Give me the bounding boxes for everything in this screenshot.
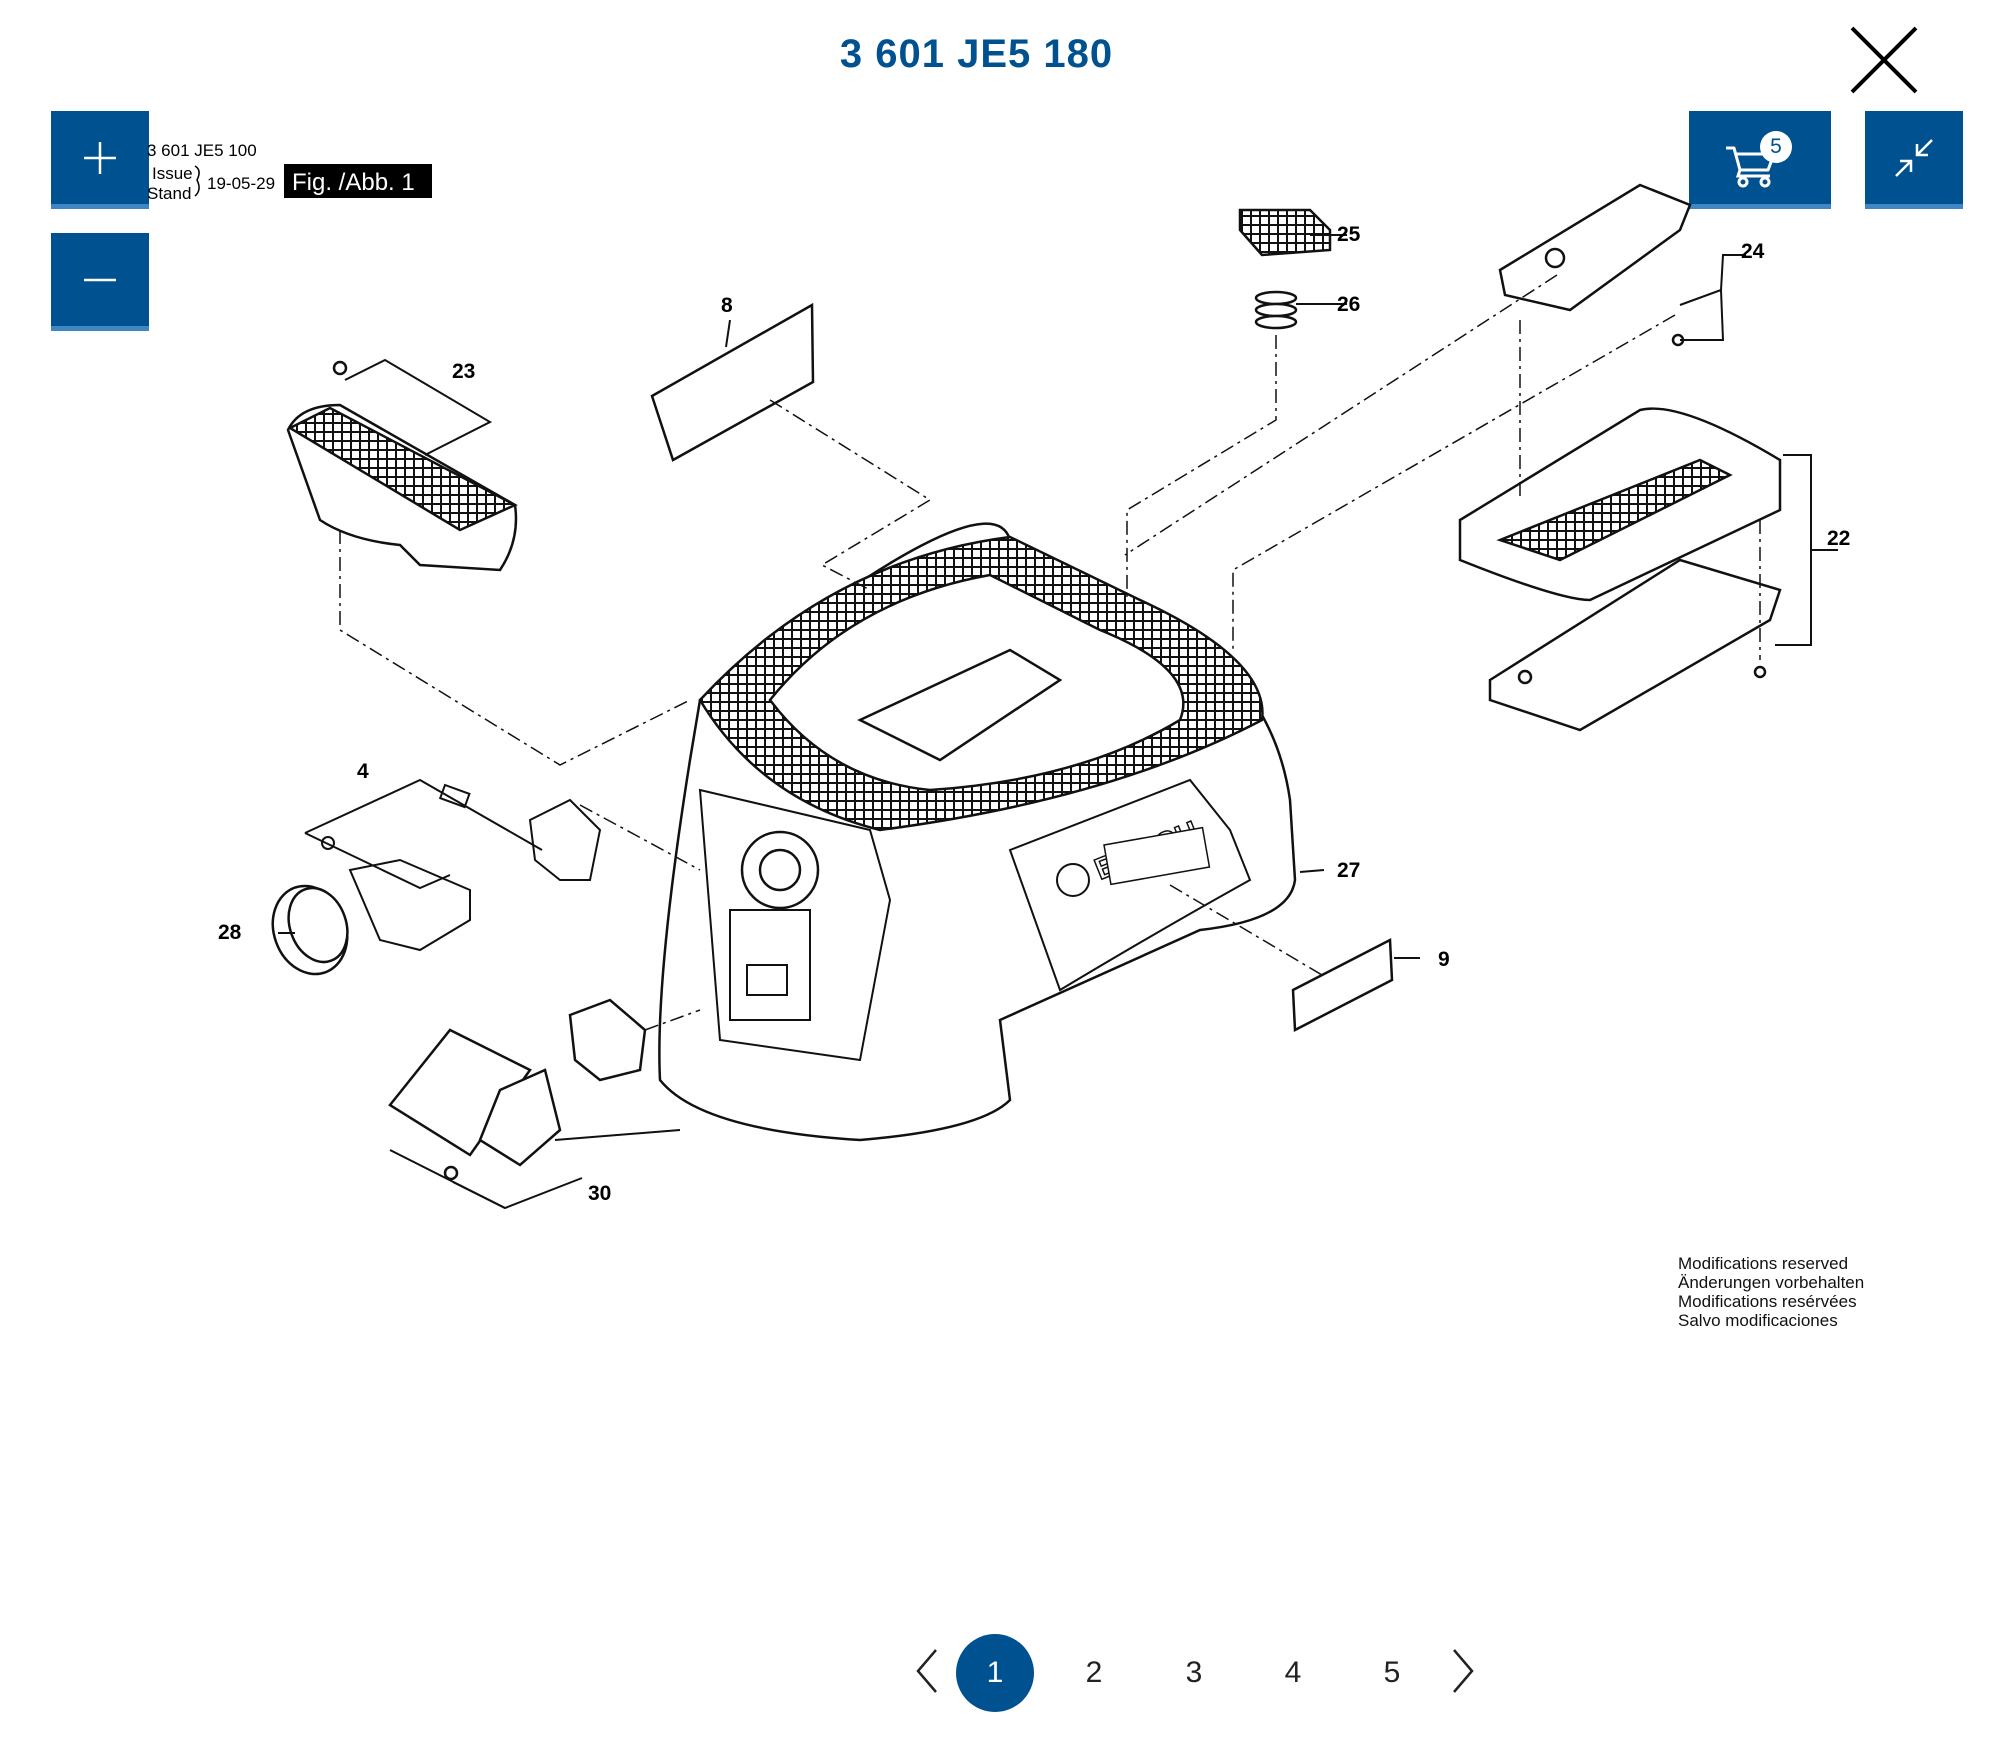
collapse-arrows-icon	[1895, 138, 1933, 177]
callout-30: 30	[588, 1182, 611, 1205]
main-housing: BOSCH	[658, 522, 1297, 1142]
page-4[interactable]: 4	[1284, 1656, 1302, 1689]
header-part-number: 3 601 JE5 100	[147, 141, 257, 160]
part-carry-handle	[1458, 407, 1782, 732]
zoom-in-button[interactable]	[51, 111, 149, 209]
plus-icon	[84, 141, 116, 174]
header-date: 19-05-29	[207, 174, 275, 193]
notice-line: Salvo modificaciones	[1678, 1311, 1838, 1330]
chevron-right-icon	[1453, 1649, 1474, 1693]
part-label-sticker	[650, 302, 815, 462]
callout-9: 9	[1438, 948, 1450, 971]
exploded-parts-diagram: 3 601 JE5 100 Issue Stand 19-05-29 Fig. …	[147, 141, 1850, 1210]
modifications-notice: Modifications reserved Änderungen vorbeh…	[1678, 1254, 1864, 1330]
chevron-left-icon	[916, 1649, 937, 1693]
page-5[interactable]: 5	[1383, 1656, 1401, 1689]
callout-26: 26	[1337, 293, 1360, 316]
part-switch-assembly	[321, 783, 602, 952]
callout-23: 23	[452, 360, 475, 383]
header-stand-label: Stand	[147, 184, 191, 203]
close-icon	[1850, 26, 1918, 94]
page-2[interactable]: 2	[1085, 1656, 1103, 1689]
part-handle-cover	[1498, 183, 1692, 347]
prev-page-button[interactable]	[912, 1646, 942, 1696]
page-title: 3 601 JE5 180	[839, 32, 1114, 76]
notice-line: Modifications reserved	[1678, 1254, 1849, 1273]
callout-28: 28	[218, 921, 242, 944]
part-rating-label	[1291, 938, 1394, 1032]
next-page-button[interactable]	[1448, 1646, 1478, 1696]
assembly-axis-lines	[339, 274, 1761, 1031]
notice-line: Modifications resérvées	[1678, 1292, 1857, 1311]
part-socket-flap	[388, 998, 647, 1181]
close-button[interactable]	[1836, 20, 1924, 108]
part-footrest	[286, 360, 518, 572]
callout-24: 24	[1741, 240, 1765, 263]
page-1[interactable]: 1	[956, 1634, 1034, 1712]
cart-count-badge: 5	[1760, 131, 1792, 163]
leader-lines	[278, 234, 1838, 1210]
callout-8: 8	[721, 294, 733, 317]
header-figure: Fig. /Abb. 1	[292, 169, 415, 196]
collapse-button[interactable]	[1865, 111, 1963, 209]
header-issue-label: Issue	[152, 164, 193, 183]
callout-labels: 8 25 26 24 23 22 4 27 28 9 30	[218, 223, 1850, 1205]
callout-4: 4	[357, 760, 369, 783]
part-button-spring	[1238, 208, 1332, 330]
minus-icon	[84, 278, 116, 281]
part-knob	[271, 884, 349, 976]
cart-button[interactable]	[1689, 111, 1831, 209]
drawing-header: 3 601 JE5 100 Issue Stand 19-05-29 Fig. …	[147, 141, 432, 203]
pagination: 1 2 3 4 5	[0, 1632, 2013, 1712]
callout-25: 25	[1337, 223, 1361, 246]
callout-22: 22	[1827, 527, 1850, 550]
page-3[interactable]: 3	[1185, 1656, 1203, 1689]
zoom-out-button[interactable]	[51, 233, 149, 331]
callout-27: 27	[1337, 859, 1360, 882]
notice-line: Änderungen vorbehalten	[1678, 1273, 1865, 1292]
